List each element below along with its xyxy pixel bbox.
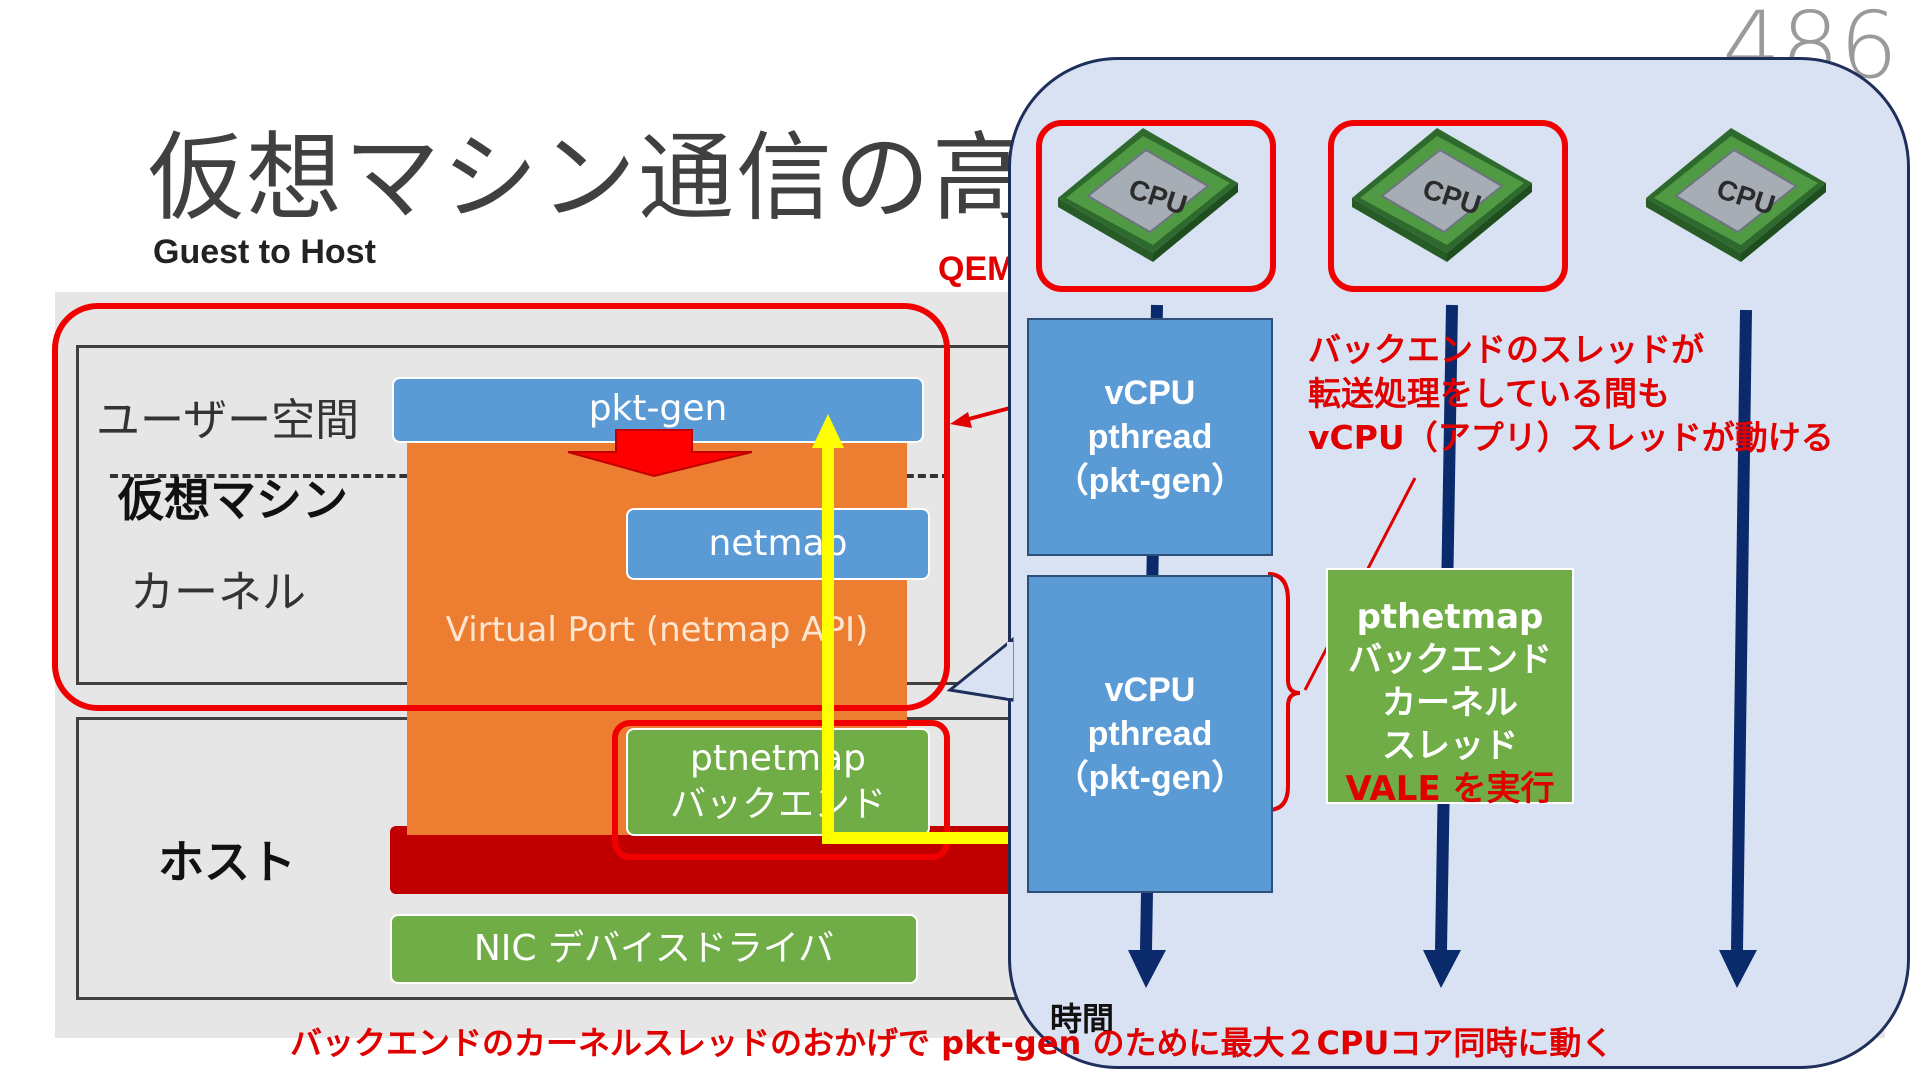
yellow-arrow-head	[812, 414, 844, 448]
cpu-chip-1: CPU	[1057, 127, 1239, 263]
ptnetmap-line1: ptnetmap	[689, 738, 867, 779]
backend-line1: pthetmap	[1356, 597, 1544, 637]
vm-highlight-outline	[52, 303, 950, 711]
cpu-1-highlight	[1036, 120, 1276, 292]
vcpu-bottom-line2: pthread	[1087, 715, 1213, 753]
callout-note: バックエンドのスレッドが 転送処理をしている間も vCPU（アプリ）スレッドが動…	[1308, 328, 1834, 460]
host-label: ホスト	[158, 835, 296, 889]
cpu-2-highlight	[1328, 120, 1568, 292]
note-line3: vCPU（アプリ）スレッドが動ける	[1308, 418, 1834, 457]
ptnetmap-line2: バックエンド	[669, 784, 886, 825]
backend-highlight-outline	[612, 720, 950, 860]
time-label: 時間	[1050, 1000, 1115, 1038]
timeline-3	[1731, 309, 1752, 951]
nic-driver-box: NIC デバイスドライバ	[390, 914, 918, 984]
backend-line3: カーネル	[1382, 683, 1518, 723]
ptnetmap-backend-box: ptnetmap バックエンド	[626, 728, 930, 836]
red-down-arrow	[567, 429, 753, 478]
virtual-port-label: Virtual Port (netmap API)	[445, 610, 869, 650]
vcpu-top-line1: vCPU	[1104, 374, 1196, 412]
bottom-note: バックエンドのカーネルスレッドのおかげで pkt-gen のために最大２CPUコ…	[290, 1024, 1614, 1062]
red-pointer-head	[950, 412, 972, 428]
note-line1: バックエンドのスレッドが	[1308, 330, 1704, 369]
kernel-label: カーネル	[130, 567, 306, 618]
backend-thread-box: pthetmap バックエンド カーネル スレッド VALE を実行	[1326, 568, 1574, 809]
backend-line5: VALE を実行	[1345, 769, 1555, 809]
qemu-label: QEM	[938, 250, 1016, 288]
note-line2: 転送処理をしている間も	[1308, 374, 1671, 413]
netmap-box: netmap	[626, 508, 930, 580]
vcpu-bottom-line3: （pkt-gen）	[1054, 759, 1246, 797]
backend-bracket	[1267, 572, 1301, 812]
vcpu-bottom-line1: vCPU	[1104, 671, 1196, 709]
backend-line4: スレッド	[1382, 726, 1518, 766]
subtitle: Guest to Host	[153, 233, 376, 271]
red-pointer-line	[964, 406, 1011, 422]
vcpu-top-line2: pthread	[1087, 418, 1213, 456]
slide-title: 仮想マシン通信の高速	[148, 122, 1128, 234]
cpu-chip-3: CPU	[1645, 127, 1827, 263]
vm-label: 仮想マシン	[118, 473, 348, 527]
vcpu-top-line3: （pkt-gen）	[1054, 462, 1246, 500]
cpu-chip-2: CPU	[1351, 127, 1533, 263]
timeline-3-head	[1719, 950, 1757, 988]
timeline-1-head	[1128, 950, 1166, 988]
vcpu-pthread-box-bottom: vCPU pthread （pkt-gen）	[1027, 575, 1273, 893]
vcpu-pthread-box-top: vCPU pthread （pkt-gen）	[1027, 318, 1273, 556]
user-space-label: ユーザー空間	[96, 395, 360, 446]
backend-line2: バックエンド	[1348, 640, 1552, 680]
yellow-path-arrow	[822, 440, 1010, 844]
timeline-2-head	[1423, 950, 1461, 988]
